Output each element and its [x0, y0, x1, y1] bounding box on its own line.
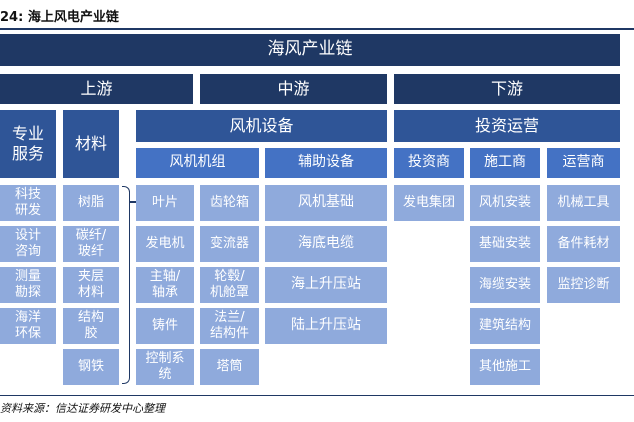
bottom-rule [0, 395, 634, 396]
turbine-component: 主轴/ 轴承 [136, 267, 194, 303]
aux-equipment-item: 海底电缆 [265, 226, 387, 262]
operator-item: 备件耗材 [547, 226, 620, 262]
construction-item: 基础安装 [470, 226, 540, 262]
turbine-units-header: 风机机组 [136, 148, 259, 178]
turbine-component: 发电机 [136, 226, 194, 262]
stage-upstream: 上游 [0, 74, 193, 104]
operator-header: 运营商 [547, 148, 620, 178]
turbine-component: 齿轮箱 [200, 185, 259, 221]
chain-title: 海风产业链 [0, 34, 620, 66]
aux-equipment-item: 陆上升压站 [265, 308, 387, 344]
operator-item: 监控诊断 [547, 267, 620, 303]
aux-equipment-item: 海上升压站 [265, 267, 387, 303]
turbine-component: 控制系 统 [136, 349, 194, 385]
turbine-component: 法兰/ 结构件 [200, 308, 259, 344]
stage-downstream: 下游 [394, 74, 620, 104]
construction-item: 建筑结构 [470, 308, 540, 344]
service-item: 海洋 环保 [0, 308, 56, 344]
materials-header: 材料 [63, 110, 119, 178]
operator-item: 机械工具 [547, 185, 620, 221]
turbine-equipment-header: 风机设备 [136, 110, 387, 142]
service-item: 设计 咨询 [0, 226, 56, 262]
construction-item: 其他施工 [470, 349, 540, 385]
investor-header: 投资商 [394, 148, 464, 178]
bracket-tick [129, 201, 136, 203]
investment-operation-header: 投资运营 [394, 110, 620, 142]
construction-item: 海缆安装 [470, 267, 540, 303]
aux-equipment-item: 风机基础 [265, 185, 387, 221]
service-item: 测量 勘探 [0, 267, 56, 303]
top-rule [0, 28, 634, 30]
figure-title: 24: 海上风电产业链 [0, 10, 119, 25]
stage-midstream: 中游 [200, 74, 387, 104]
service-item: 科技 研发 [0, 185, 56, 221]
aux-equipment-header: 辅助设备 [265, 148, 387, 178]
material-item: 碳纤/ 玻纤 [63, 226, 119, 262]
material-item: 树脂 [63, 185, 119, 221]
turbine-component: 轮毂/ 机舱罩 [200, 267, 259, 303]
construction-item: 风机安装 [470, 185, 540, 221]
bracket-connector [122, 186, 130, 384]
investor-item: 发电集团 [394, 185, 464, 221]
source-note: 资料来源：信达证券研发中心整理 [0, 402, 165, 415]
material-item: 钢铁 [63, 349, 119, 385]
material-item: 夹层 材料 [63, 267, 119, 303]
material-item: 结构 胶 [63, 308, 119, 344]
construction-header: 施工商 [470, 148, 540, 178]
turbine-component: 塔筒 [200, 349, 259, 385]
turbine-component: 叶片 [136, 185, 194, 221]
turbine-component: 铸件 [136, 308, 194, 344]
services-header: 专业 服务 [0, 110, 56, 178]
turbine-component: 变流器 [200, 226, 259, 262]
